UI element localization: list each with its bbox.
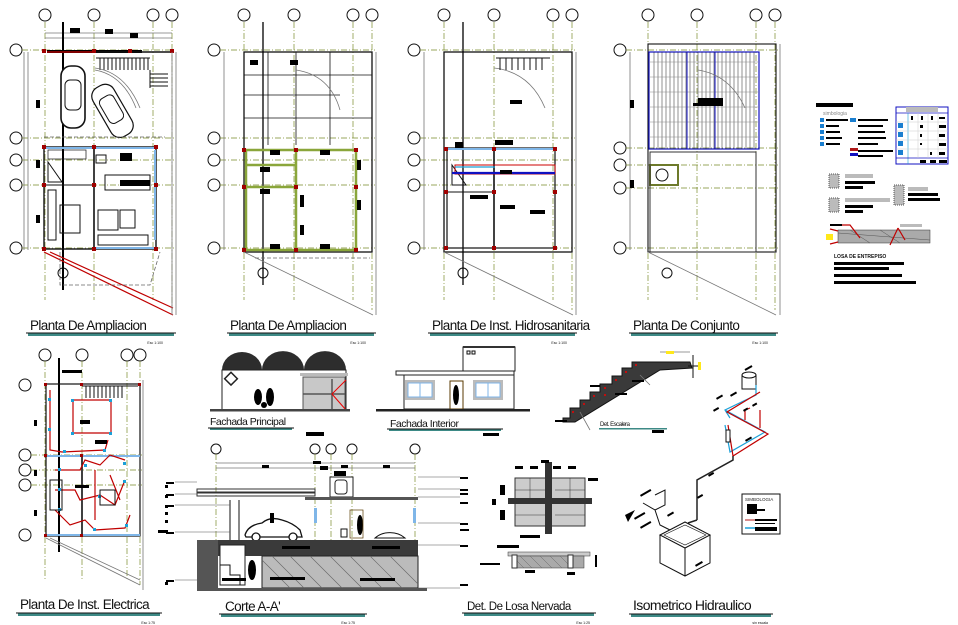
- title-plan-4: Planta De Conjunto Esc 1:100: [629, 318, 778, 345]
- section-corte: Corte A-A' Esc 1:75: [166, 443, 469, 625]
- fachada-interior: Fachada Interior: [376, 346, 530, 436]
- view-title: Planta De Inst. Hidrosanitaria: [432, 318, 591, 333]
- title-plan-1: Planta De Ampliacion Esc 1:100: [26, 318, 176, 345]
- fachada-principal: Fachada Principal: [208, 351, 350, 436]
- view-title: Planta De Inst. Electrica: [20, 597, 150, 612]
- cistern-box: [658, 521, 712, 577]
- iso-legend-title: SIMBOLOGIA: [745, 497, 773, 502]
- view-scale: Esc 1:25: [576, 621, 590, 625]
- view-scale: Esc 1:100: [350, 341, 366, 345]
- view-scale: Esc 1:75: [341, 621, 355, 625]
- legend-title: simbologia: [823, 111, 847, 117]
- view-scale: Esc 1:100: [551, 341, 567, 345]
- view-title: Corte A-A': [225, 599, 280, 614]
- view-scale: sin escala: [752, 621, 768, 625]
- title-plan-3: Planta De Inst. Hidrosanitaria Esc 1:100: [428, 318, 591, 345]
- view-title: Det. Escalera: [600, 422, 631, 428]
- view-title: Isometrico Hidraulico: [633, 597, 752, 613]
- people-silhouette-icon: [254, 388, 274, 408]
- car-icon: [91, 83, 134, 139]
- view-title: Planta De Ampliacion: [230, 318, 346, 333]
- title-plan-2: Planta De Ampliacion Esc 1:100: [227, 318, 376, 345]
- stair-detail: Det. Escalera: [555, 351, 701, 433]
- legend-symbols: simbologia: [816, 103, 949, 165]
- view-title: Planta De Ampliacion: [30, 318, 146, 333]
- view-scale: Esc 1:75: [141, 621, 155, 625]
- stairs: [96, 57, 168, 88]
- view-title: Det. De Losa Nervada: [467, 601, 572, 613]
- car-icon: [60, 65, 86, 129]
- view-title: Fachada Interior: [390, 418, 459, 430]
- view-scale: Esc 1:100: [147, 341, 163, 345]
- plan-ampliacion-2: [207, 8, 379, 316]
- legend-materials: LOSA DE ENTREPISO: [826, 173, 940, 284]
- plan-conjunto: [613, 8, 782, 316]
- iso-legend: SIMBOLOGIA: [741, 493, 781, 535]
- legend-table: [895, 106, 949, 165]
- slab-legend-title: LOSA DE ENTREPISO: [834, 254, 886, 260]
- plan-electrica: [18, 348, 168, 590]
- title-elec: Planta De Inst. Electrica Esc 1:75: [16, 597, 162, 625]
- isometric-hydraulic: SIMBOLOGIA Isometrico Hidraulico sin esc…: [625, 365, 781, 625]
- slab-detail: Det. De Losa Nervada Esc 1:25: [462, 460, 598, 625]
- view-title: Fachada Principal: [210, 416, 286, 428]
- view-scale: Esc 1:100: [752, 341, 768, 345]
- view-title: Planta De Conjunto: [633, 318, 739, 333]
- plan-ampliacion-1: [9, 8, 179, 316]
- roof-slab-hatch: [648, 51, 760, 150]
- car-icon: [244, 517, 303, 542]
- plan-hidrosanitaria: [407, 8, 579, 316]
